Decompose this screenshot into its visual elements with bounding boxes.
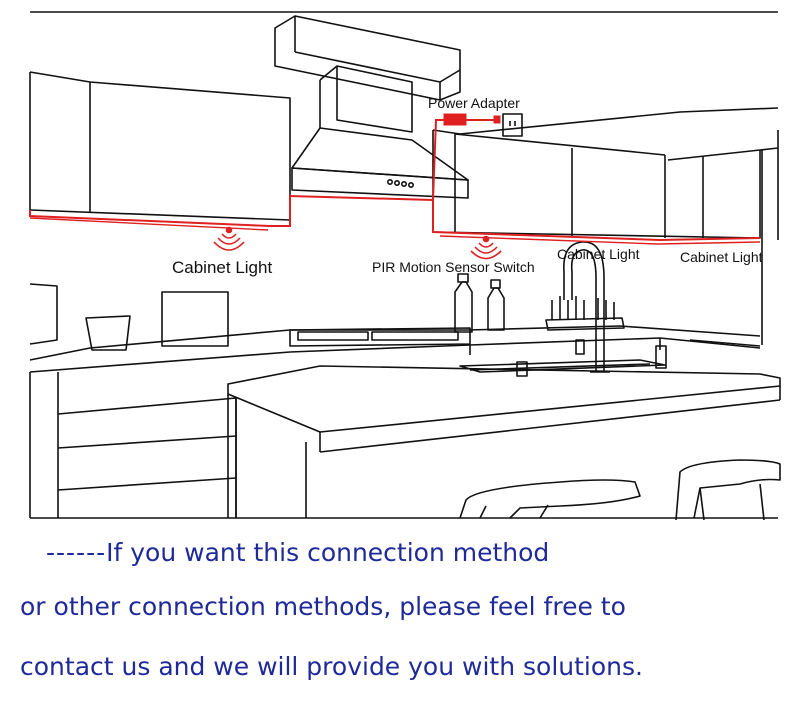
dish-rack <box>545 296 625 331</box>
motion-waves-icon <box>213 226 245 251</box>
kitchen-island <box>227 365 781 518</box>
cabinet-light-label-mid: Cabinet Light <box>557 246 640 262</box>
back-counter <box>29 325 761 518</box>
cooktop <box>289 327 471 347</box>
motion-waves-icon <box>470 235 502 260</box>
pot <box>85 315 131 351</box>
power-plug-icon <box>443 113 501 126</box>
stool-icon <box>459 459 781 520</box>
pir-sensor-label: PIR Motion Sensor Switch <box>372 259 535 275</box>
range-hood-icon <box>291 65 469 199</box>
wall-panel <box>29 283 58 345</box>
kitchen-illustration <box>29 11 781 520</box>
bottle-icon <box>454 273 505 333</box>
caption-line-2: or other connection methods, please feel… <box>20 592 626 621</box>
power-adapter-label: Power Adapter <box>428 95 520 111</box>
ceiling-beam <box>274 15 461 101</box>
left-upper-cabinet <box>29 71 291 221</box>
cabinet-light-label-left: Cabinet Light <box>172 258 273 277</box>
cabinet-light-label-right: Cabinet Light <box>680 249 763 265</box>
caption-line-1: ------If you want this connection method <box>0 538 800 567</box>
cutting-board <box>161 291 229 347</box>
led-wiring <box>29 119 761 245</box>
right-upper-cabinet <box>432 107 779 240</box>
caption-line-3: contact us and we will provide you with … <box>20 652 643 681</box>
caption-dashes: ------ <box>46 538 107 567</box>
wall-socket-icon <box>502 113 523 137</box>
caption-text-1: If you want this connection method <box>106 538 550 567</box>
